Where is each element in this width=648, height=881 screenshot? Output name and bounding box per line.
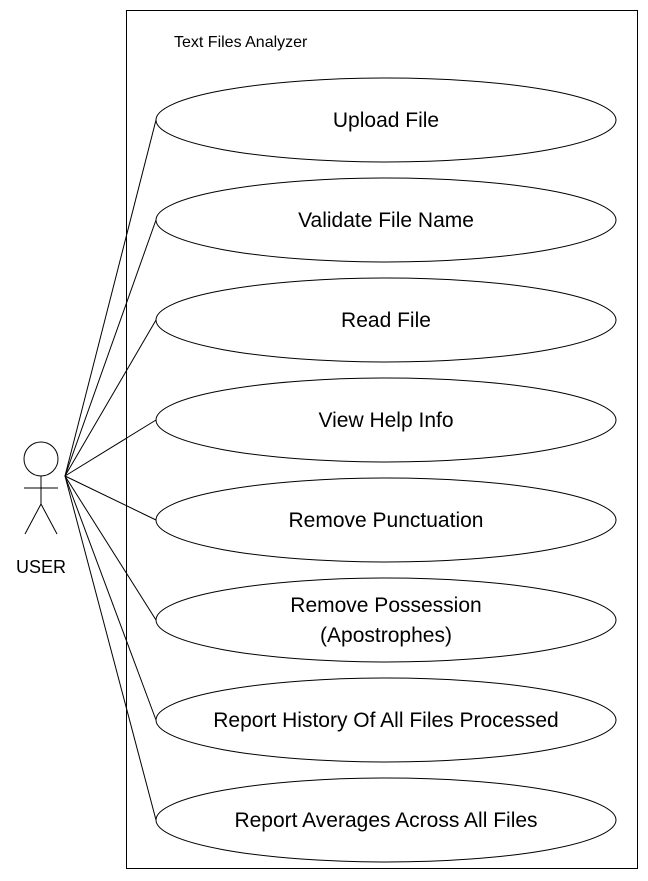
association-line — [64, 419, 157, 477]
use-case: Report Averages Across All Files — [155, 777, 617, 863]
association-line — [64, 475, 157, 621]
association-line — [64, 219, 157, 477]
use-case-ellipse — [155, 77, 617, 163]
use-case-ellipse — [155, 577, 617, 663]
use-case: View Help Info — [155, 377, 617, 463]
use-case: Remove Punctuation — [155, 477, 617, 563]
use-case-label: Remove Possession — [290, 594, 481, 617]
association-line — [64, 119, 157, 477]
use-case-label: Report History Of All Files Processed — [213, 709, 558, 732]
use-case: Upload File — [155, 77, 617, 163]
association-line — [64, 475, 157, 721]
actor-label: USER — [16, 557, 66, 577]
association-line — [64, 475, 157, 821]
use-case: Read File — [155, 277, 617, 363]
actor-left-leg — [24, 503, 42, 535]
association-line — [64, 475, 157, 521]
actor: USER — [16, 441, 66, 577]
use-case-ellipse — [155, 777, 617, 863]
use-case-label: Upload File — [333, 109, 439, 132]
system-boundary — [126, 10, 638, 869]
actor-right-leg — [40, 503, 58, 535]
use-case-ellipse — [155, 177, 617, 263]
use-case: Validate File Name — [155, 177, 617, 263]
system-title: Text Files Analyzer — [174, 34, 308, 51]
actor-head — [23, 441, 59, 477]
use-case-ellipse — [155, 377, 617, 463]
use-case-label: Remove Punctuation — [289, 509, 484, 532]
use-case-label: Validate File Name — [298, 209, 474, 232]
use-case-ellipse — [155, 477, 617, 563]
use-case-ellipse — [155, 677, 617, 763]
use-case: Report History Of All Files Processed — [155, 677, 617, 763]
use-case-label: Report Averages Across All Files — [234, 809, 537, 832]
association-lines — [64, 119, 157, 821]
use-case-label: Read File — [341, 309, 431, 332]
use-case-ellipse — [155, 277, 617, 363]
use-case: Remove Possession (Apostrophes) — [155, 577, 617, 663]
association-line — [64, 319, 157, 477]
use-case-label: View Help Info — [318, 409, 453, 432]
use-case-label: (Apostrophes) — [320, 624, 452, 647]
